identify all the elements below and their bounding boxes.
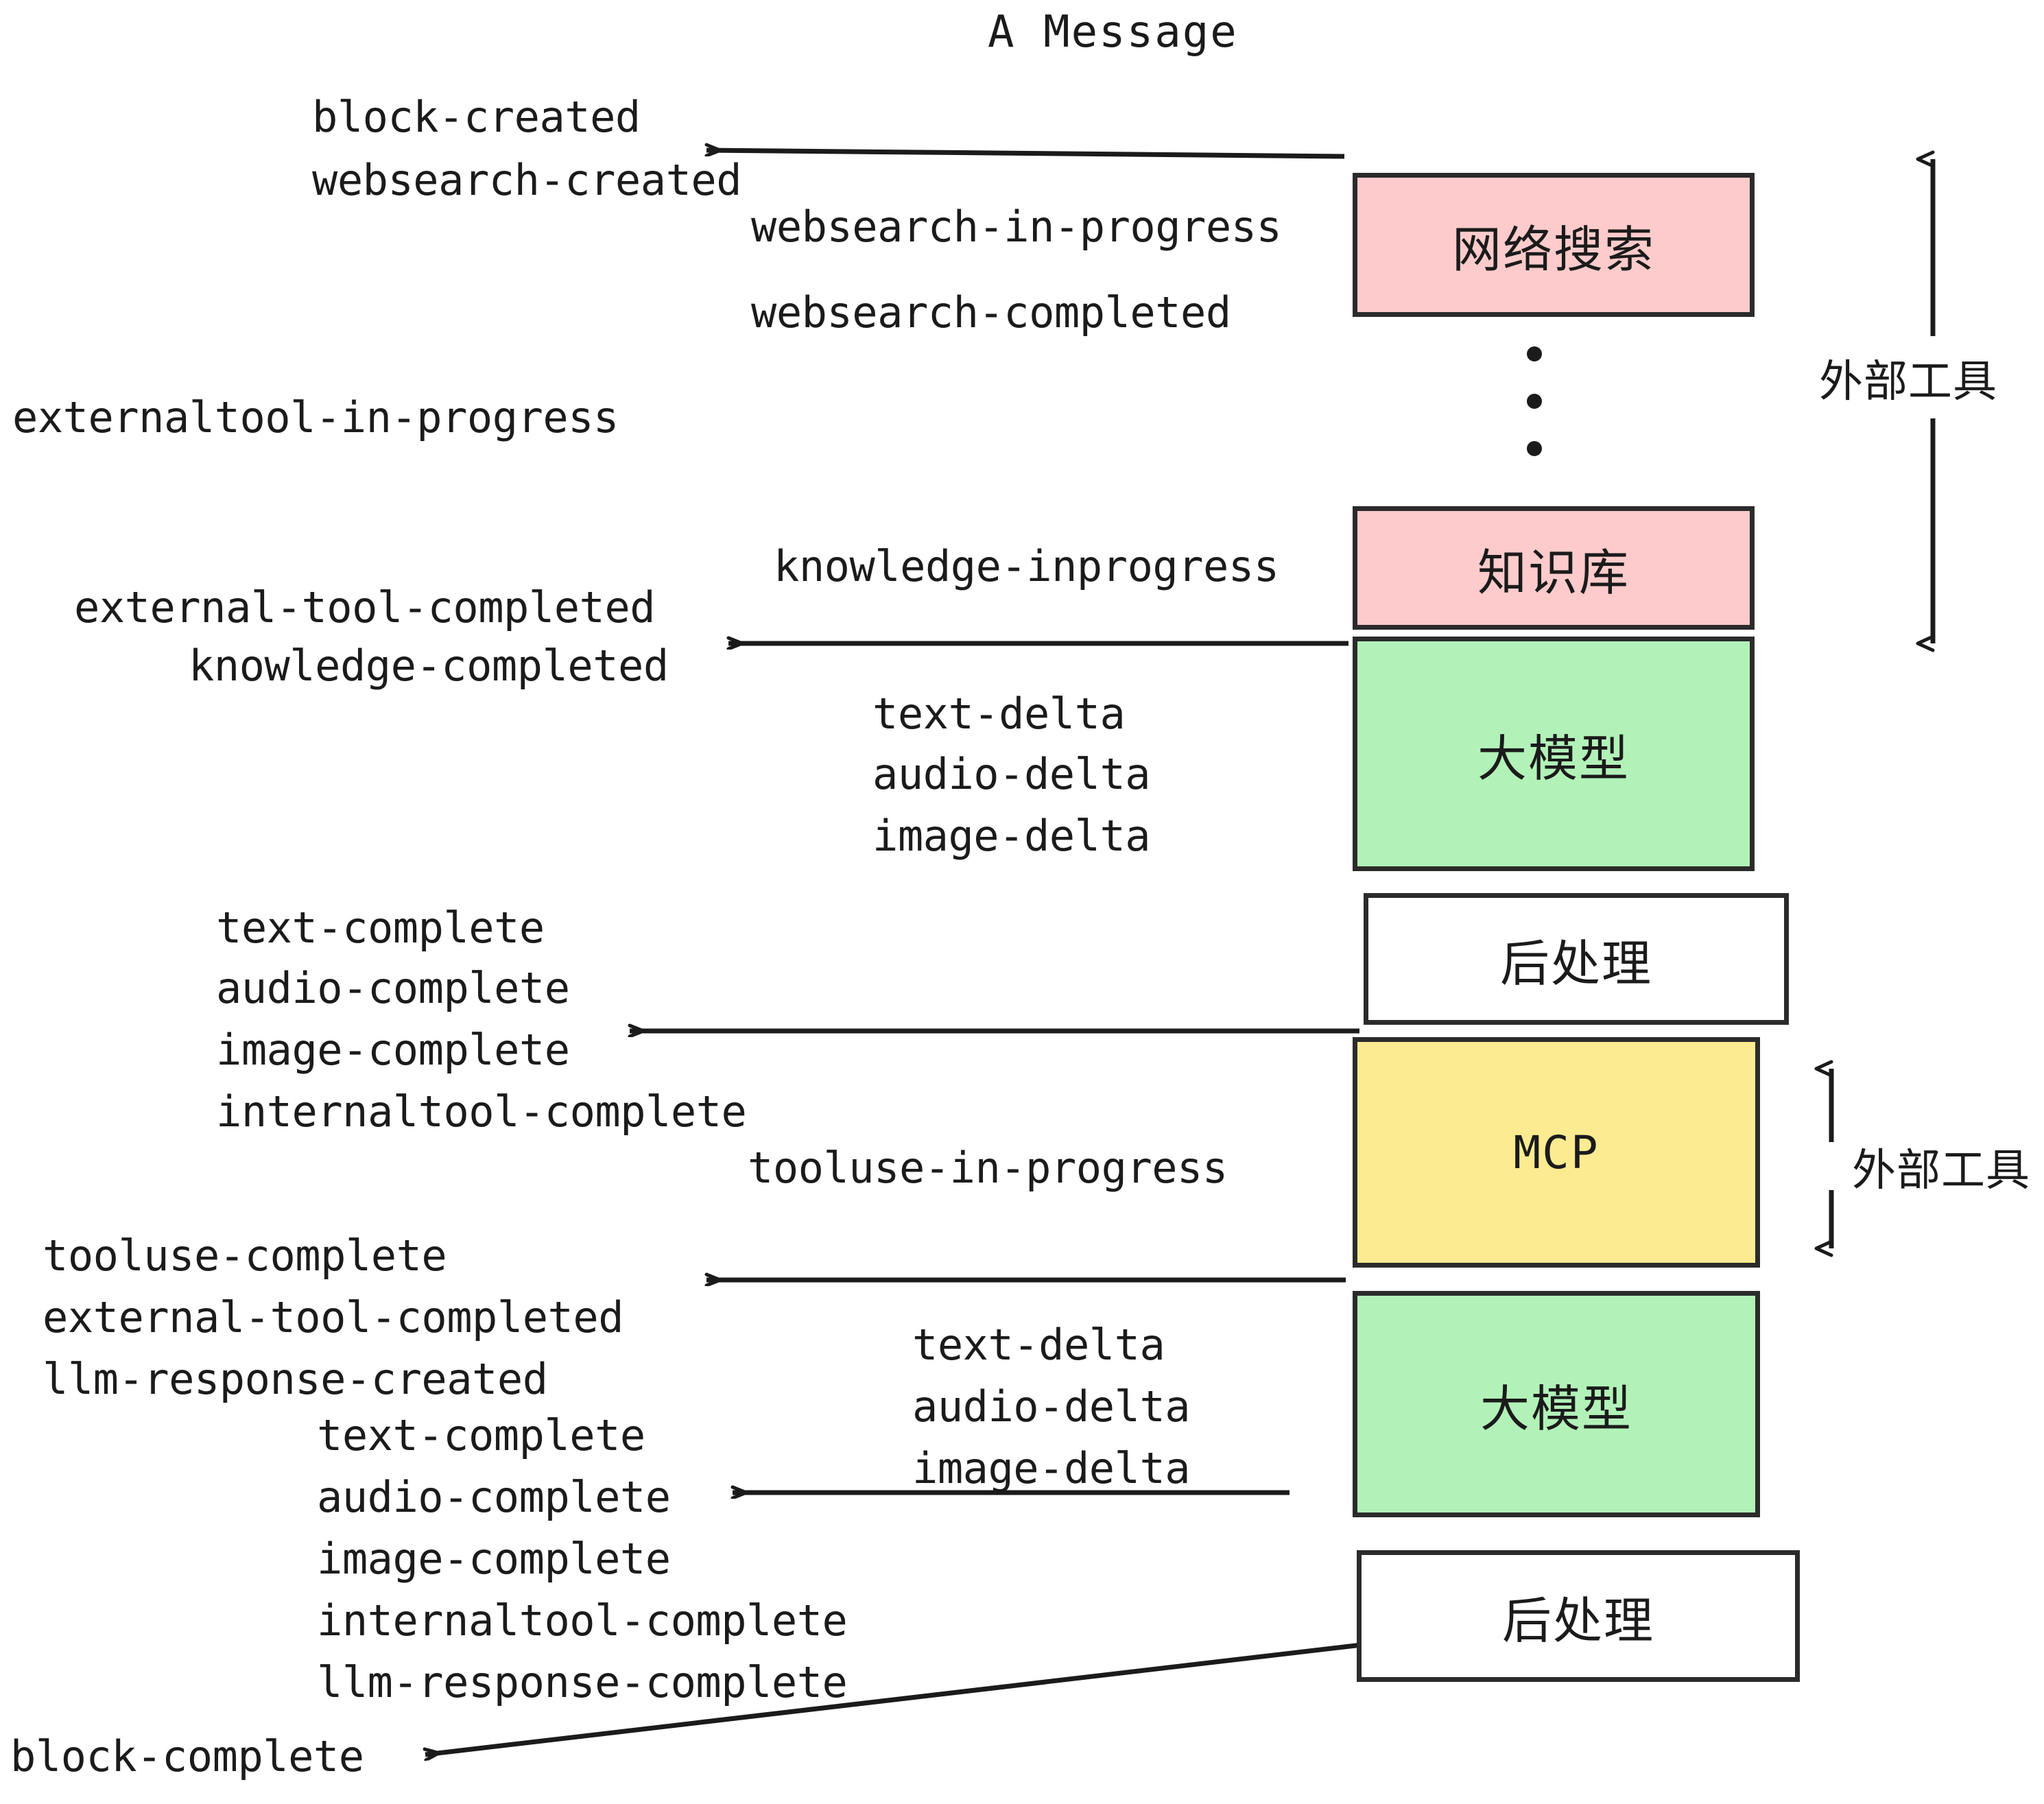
box-postprocess-1[interactable]: 后处理 xyxy=(1364,893,1789,1025)
arrow-websearch-to-block-created xyxy=(706,150,1345,159)
event-text-delta-1: text-delta xyxy=(872,689,1126,739)
event-text-complete-1: text-complete xyxy=(216,903,545,953)
event-llm-response-complete: llm-response-complete xyxy=(317,1657,848,1707)
event-knowledge-inprogress: knowledge-inprogress xyxy=(774,541,1279,591)
box-websearch-label: 网络搜索 xyxy=(1451,220,1655,278)
event-tooluse-in-progress: tooluse-in-progress xyxy=(748,1143,1228,1193)
event-external-tool-completed-2: external-tool-completed xyxy=(43,1292,624,1342)
box-llm-1[interactable]: 大模型 xyxy=(1353,637,1755,871)
box-llm-1-label: 大模型 xyxy=(1477,729,1630,787)
event-audio-delta-2: audio-delta xyxy=(912,1381,1191,1432)
event-image-delta-2: image-delta xyxy=(912,1443,1191,1493)
event-text-delta-2: text-delta xyxy=(912,1320,1165,1370)
box-knowledge-label: 知识库 xyxy=(1477,543,1630,602)
box-postprocess-1-label: 后处理 xyxy=(1499,934,1652,993)
event-external-tool-completed-1: external-tool-completed xyxy=(74,582,656,632)
ellipsis-dot xyxy=(1527,441,1542,456)
event-websearch-completed: websearch-completed xyxy=(751,287,1231,337)
event-image-delta-1: image-delta xyxy=(872,811,1151,861)
event-knowledge-completed: knowledge-completed xyxy=(189,641,669,691)
box-websearch[interactable]: 网络搜索 xyxy=(1353,173,1755,317)
event-image-complete-1: image-complete xyxy=(216,1025,570,1075)
box-llm-2[interactable]: 大模型 xyxy=(1353,1291,1760,1517)
event-text-complete-2: text-complete xyxy=(317,1410,645,1460)
ellipsis-dot xyxy=(1527,346,1542,361)
side-label-external-tool-upper: 外部工具 xyxy=(1819,357,1997,407)
ellipsis-dot xyxy=(1527,394,1542,409)
box-postprocess-2[interactable]: 后处理 xyxy=(1357,1550,1800,1682)
event-image-complete-2: image-complete xyxy=(317,1534,671,1584)
box-mcp-label: MCP xyxy=(1513,1126,1600,1179)
event-websearch-created: websearch-created xyxy=(312,155,742,205)
box-llm-2-label: 大模型 xyxy=(1479,1379,1632,1438)
vertical-ellipsis xyxy=(1526,346,1543,456)
box-mcp[interactable]: MCP xyxy=(1353,1037,1760,1268)
box-knowledge[interactable]: 知识库 xyxy=(1353,506,1755,630)
event-block-complete: block-complete xyxy=(10,1731,364,1781)
event-audio-delta-1: audio-delta xyxy=(872,749,1151,799)
event-audio-complete-2: audio-complete xyxy=(317,1472,671,1522)
side-label-external-tool-lower: 外部工具 xyxy=(1852,1146,2030,1196)
event-websearch-in-progress: websearch-in-progress xyxy=(751,202,1282,252)
event-llm-response-created: llm-response-created xyxy=(43,1354,548,1404)
event-internaltool-complete-2: internaltool-complete xyxy=(317,1595,848,1646)
event-audio-complete-1: audio-complete xyxy=(216,963,570,1013)
event-block-created: block-created xyxy=(312,92,641,142)
page-title: A Message xyxy=(988,7,1238,58)
event-internaltool-complete-1: internaltool-complete xyxy=(216,1087,747,1137)
box-postprocess-2-label: 后处理 xyxy=(1501,1591,1654,1650)
event-externaltool-in-progress: externaltool-in-progress xyxy=(12,392,619,442)
event-tooluse-complete: tooluse-complete xyxy=(43,1231,447,1281)
